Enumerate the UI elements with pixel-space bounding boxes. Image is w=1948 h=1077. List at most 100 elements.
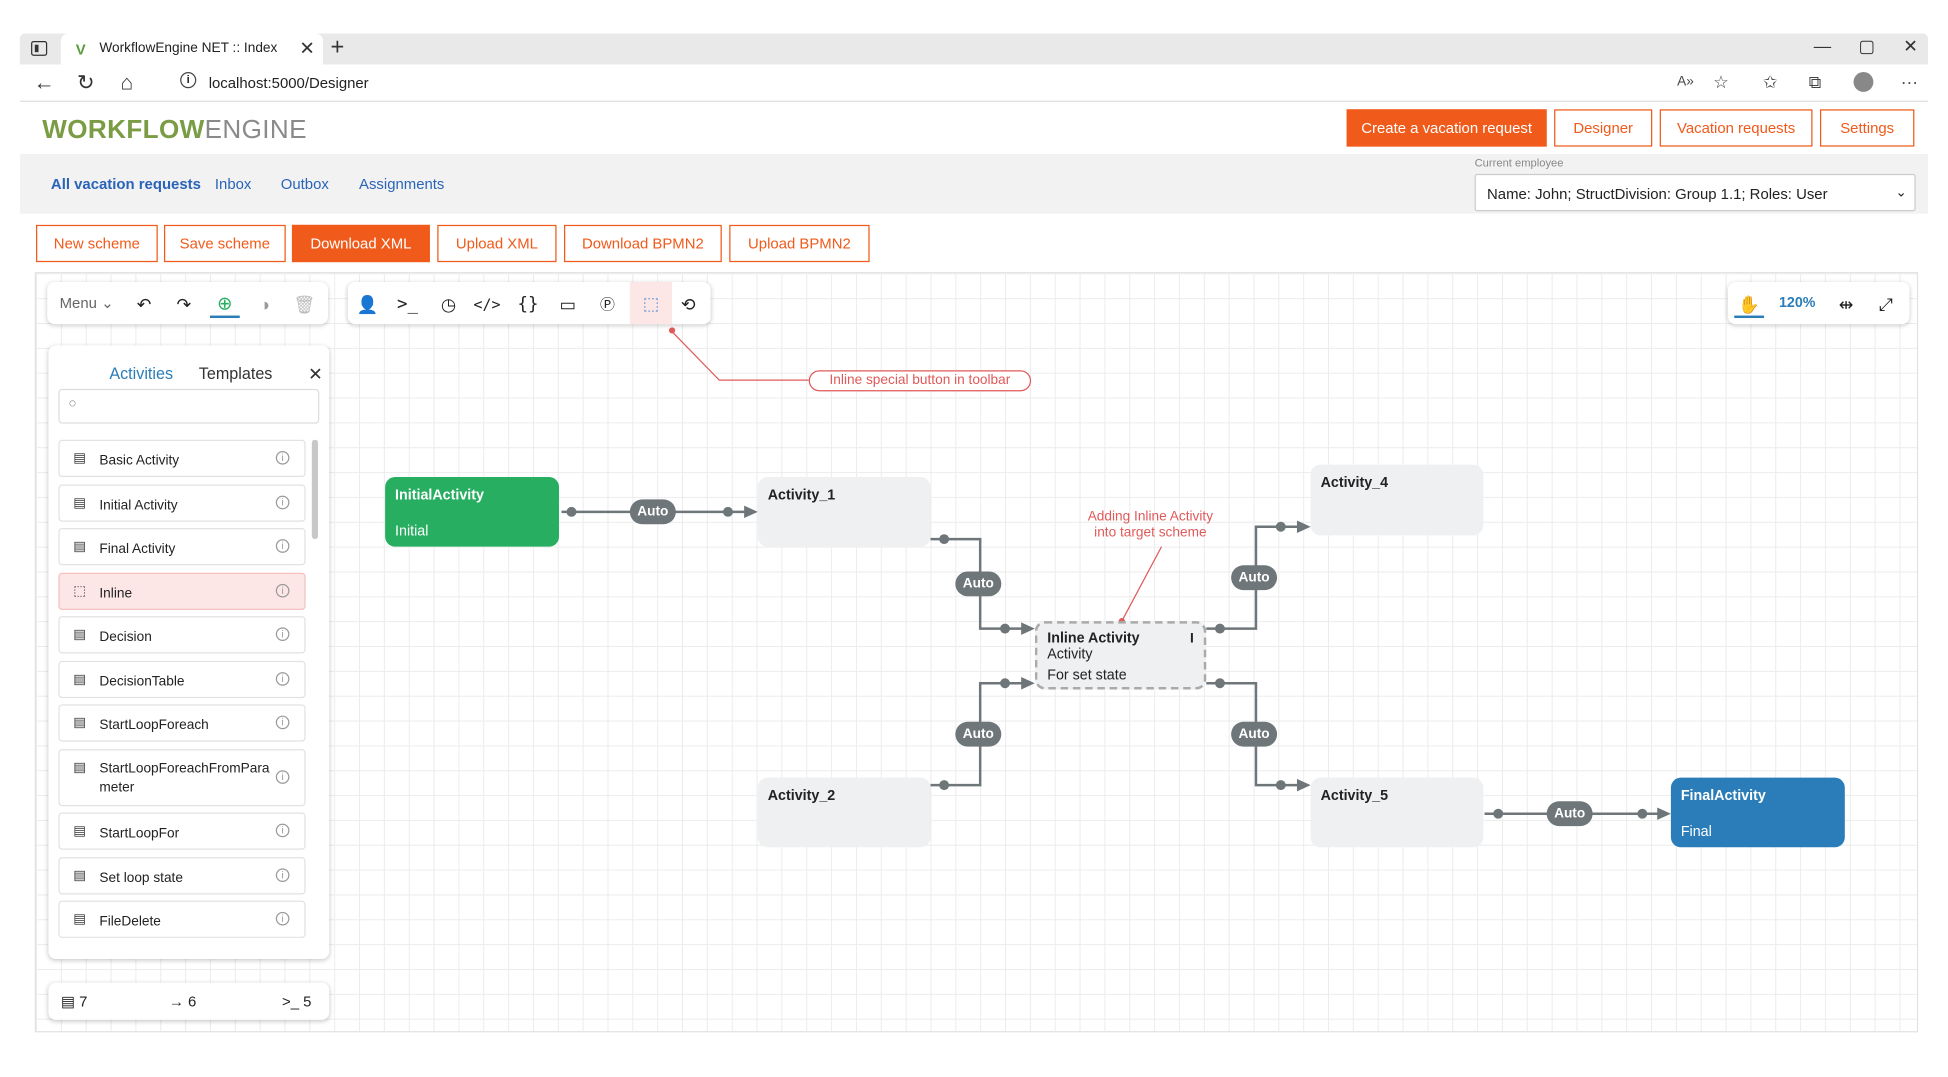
favorites-icon[interactable]: ✩: [1762, 72, 1778, 92]
info-icon[interactable]: i: [275, 823, 290, 838]
designer-canvas[interactable]: Menu ⌄ ↶ ↷ ⊕ ◑ 🗑 👤 >_ ◷ </> {} ▭ Ⓟ ⬚ ⟲ ✋…: [34, 272, 1919, 1033]
history-icon[interactable]: ⟲: [680, 294, 696, 315]
back-icon[interactable]: ←: [33, 70, 55, 95]
upload-bpmn2-button[interactable]: Upload BPMN2: [729, 224, 870, 263]
nav-all-vacation-requests[interactable]: All vacation requests: [50, 175, 201, 193]
settings-button[interactable]: Settings: [1819, 109, 1915, 147]
designer-button[interactable]: Designer: [1554, 109, 1653, 147]
add-element-icon[interactable]: ⊕: [209, 291, 240, 319]
transition-auto-2[interactable]: Auto: [955, 571, 1002, 597]
delete-icon[interactable]: 🗑: [293, 294, 316, 315]
site-info-icon[interactable]: i: [180, 72, 197, 89]
browser-tab[interactable]: V WorkflowEngine NET :: Index ✕: [60, 33, 323, 65]
transition-auto-6[interactable]: Auto: [1546, 801, 1593, 827]
element-toolbar: 👤 >_ ◷ </> {} ▭ Ⓟ ⬚ ⟲: [347, 282, 711, 325]
new-scheme-button[interactable]: New scheme: [36, 224, 158, 263]
node-activity-1[interactable]: Activity_1: [757, 477, 931, 547]
info-icon[interactable]: i: [275, 770, 290, 784]
node-activity-2[interactable]: Activity_2: [757, 777, 931, 848]
panel-close-icon[interactable]: ✕: [308, 363, 323, 384]
node-inline-activity[interactable]: Inline Activity I Activity For set state: [1034, 621, 1207, 690]
tab-close-icon[interactable]: ✕: [299, 38, 316, 60]
vacation-requests-button[interactable]: Vacation requests: [1659, 109, 1813, 147]
create-vacation-request-button[interactable]: Create a vacation request: [1346, 109, 1547, 147]
process-parameter-icon[interactable]: Ⓟ: [600, 295, 615, 314]
zoom-level[interactable]: 120%: [1778, 295, 1816, 311]
fullscreen-icon[interactable]: ⤢: [1878, 294, 1893, 315]
download-bpmn2-button[interactable]: Download BPMN2: [564, 224, 722, 263]
info-icon[interactable]: i: [275, 911, 290, 926]
info-icon[interactable]: i: [275, 495, 290, 510]
tab-activities[interactable]: Activities: [109, 363, 174, 383]
url-text[interactable]: localhost:5000/Designer: [208, 74, 369, 92]
node-title: Activity_4: [1320, 475, 1389, 491]
menu-dropdown[interactable]: Menu ⌄: [59, 294, 114, 312]
read-aloud-icon[interactable]: A»: [1677, 74, 1694, 90]
info-icon[interactable]: i: [275, 627, 290, 642]
actor-icon[interactable]: 👤: [356, 294, 379, 315]
transition-auto-5[interactable]: Auto: [1231, 721, 1278, 747]
minimize-icon[interactable]: —: [1813, 36, 1832, 56]
panel-scrollbar[interactable]: [311, 439, 319, 540]
activity-label: DecisionTable: [99, 674, 185, 690]
maximize-icon[interactable]: ▢: [1858, 36, 1875, 56]
upload-xml-button[interactable]: Upload XML: [437, 224, 557, 263]
activity-search-input[interactable]: ○: [58, 388, 320, 424]
code-actions-icon[interactable]: </>: [473, 295, 501, 314]
nav-outbox[interactable]: Outbox: [280, 175, 329, 193]
pan-hand-icon[interactable]: ✋: [1734, 291, 1765, 319]
timer-icon[interactable]: ◷: [440, 294, 457, 315]
info-icon[interactable]: i: [275, 868, 290, 883]
download-xml-button[interactable]: Download XML: [291, 224, 430, 263]
logo[interactable]: WORKFLOWENGINE: [42, 116, 307, 146]
nav-inbox[interactable]: Inbox: [214, 175, 252, 193]
window-close-icon[interactable]: ✕: [1903, 36, 1918, 56]
info-icon[interactable]: i: [275, 715, 290, 730]
transition-auto-4[interactable]: Auto: [1231, 565, 1278, 591]
add-favorite-icon[interactable]: ☆: [1713, 72, 1729, 92]
commands-count-icon: >_: [282, 992, 300, 1010]
redo-icon[interactable]: ↷: [176, 294, 192, 315]
node-activity-5[interactable]: Activity_5: [1310, 777, 1484, 848]
info-icon[interactable]: i: [275, 450, 290, 465]
collections-icon[interactable]: ⧉: [1808, 72, 1822, 92]
toggle-icon[interactable]: ◑: [259, 294, 270, 315]
fit-width-icon[interactable]: ⇹: [1838, 294, 1854, 315]
node-state: Initial: [395, 524, 429, 540]
command-icon[interactable]: >_: [396, 294, 418, 315]
node-initial-activity[interactable]: InitialActivity Initial: [385, 477, 560, 547]
info-icon[interactable]: i: [275, 539, 290, 553]
new-tab-icon[interactable]: +: [330, 34, 345, 61]
inline-special-icon[interactable]: ⬚: [629, 282, 673, 325]
save-scheme-button[interactable]: Save scheme: [163, 224, 286, 263]
info-icon[interactable]: i: [275, 672, 290, 686]
activities-panel: Activities Templates ✕ ○ ▤Basic Activity…: [48, 345, 330, 960]
node-activity-4[interactable]: Activity_4: [1310, 464, 1484, 536]
more-icon[interactable]: ···: [1900, 72, 1919, 92]
home-icon[interactable]: ⌂: [120, 70, 134, 95]
comment-icon[interactable]: ▭: [559, 294, 576, 315]
tab-templates[interactable]: Templates: [198, 363, 273, 383]
tab-actions-icon[interactable]: [31, 40, 48, 56]
undo-icon[interactable]: ↶: [136, 294, 152, 315]
transition-auto-1[interactable]: Auto: [629, 499, 676, 525]
info-icon[interactable]: i: [275, 583, 290, 598]
profile-icon[interactable]: [1853, 72, 1874, 92]
refresh-icon[interactable]: ↻: [77, 70, 95, 95]
node-final-activity[interactable]: FinalActivity Final: [1670, 777, 1845, 848]
transition-auto-3[interactable]: Auto: [955, 721, 1002, 747]
nav-assignments[interactable]: Assignments: [359, 175, 445, 193]
current-employee-select[interactable]: Name: John; StructDivision: Group 1.1; R…: [1474, 173, 1916, 212]
parameters-icon[interactable]: {}: [517, 294, 539, 315]
